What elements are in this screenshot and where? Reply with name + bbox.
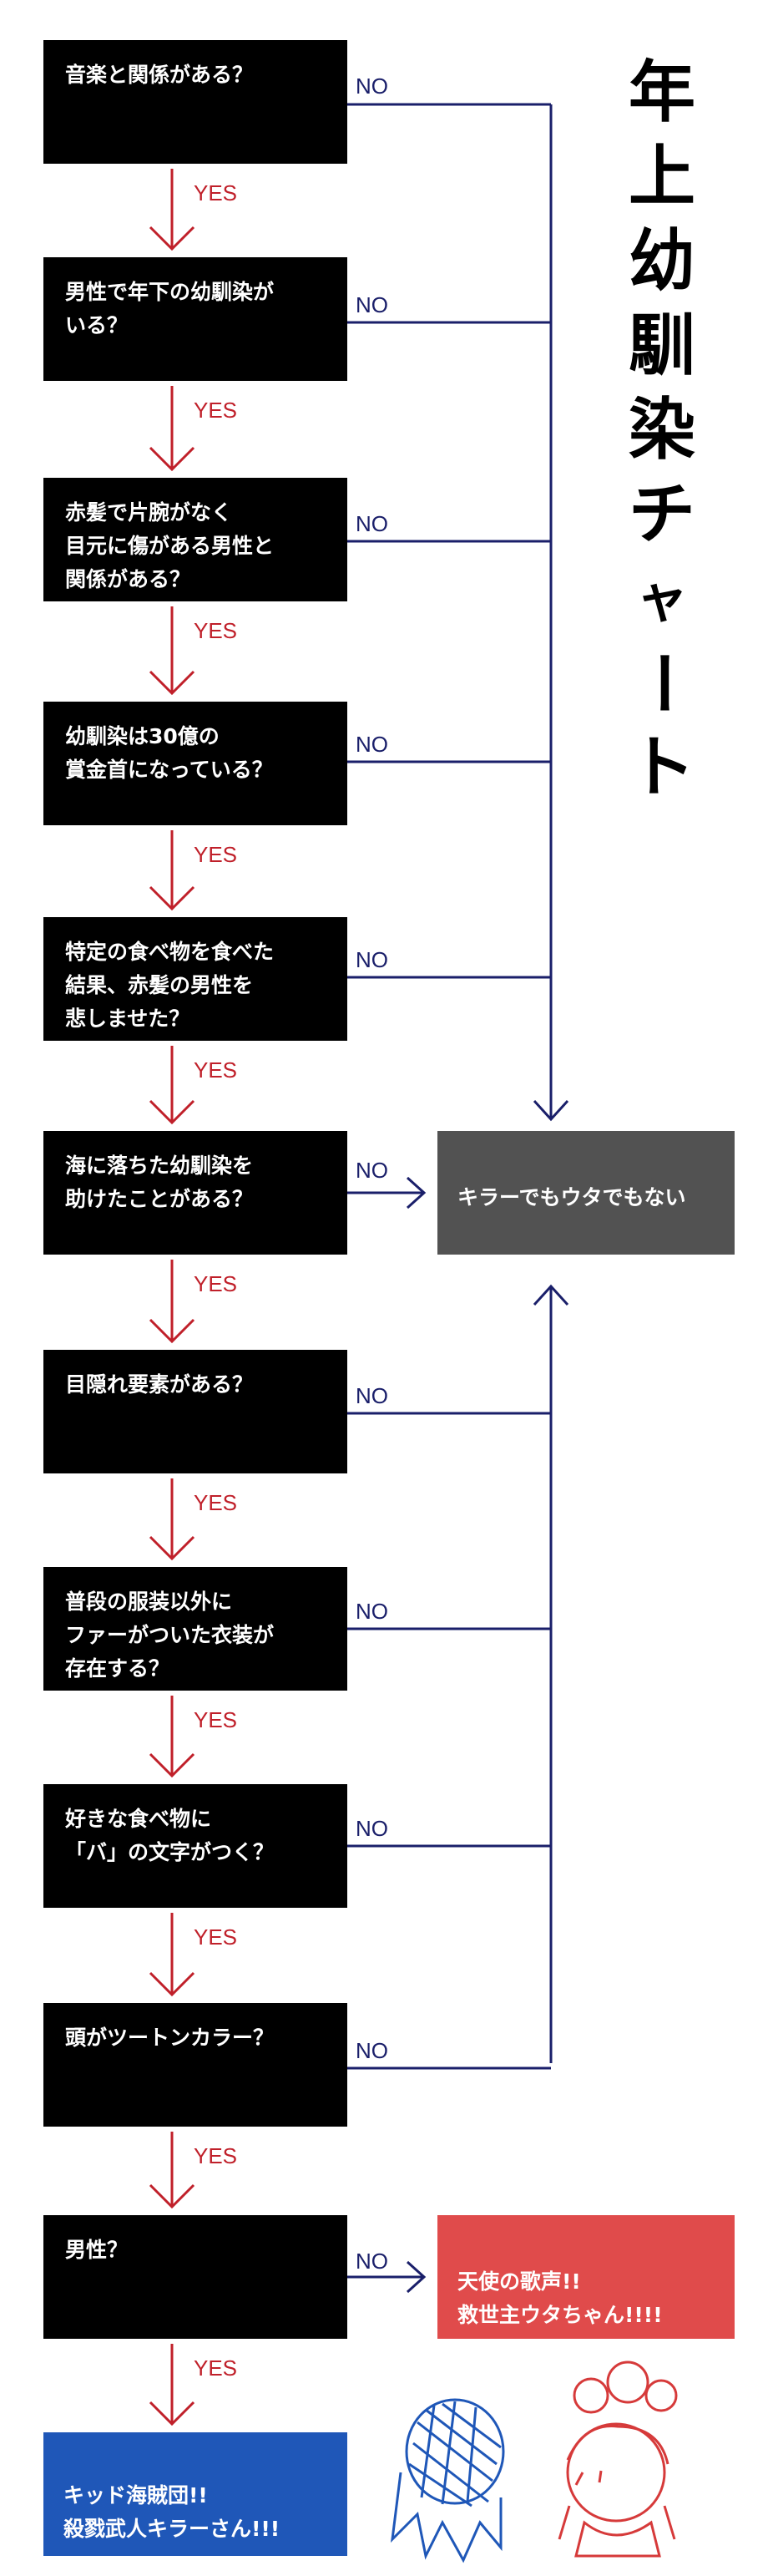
yes-label: YES bbox=[194, 618, 238, 643]
no-arrow-head bbox=[406, 1176, 427, 1209]
no-label: NO bbox=[356, 511, 388, 536]
yes-label: YES bbox=[194, 842, 238, 867]
yes-label: YES bbox=[194, 2143, 238, 2168]
yes-arrow-head bbox=[149, 1535, 195, 1561]
yes-arrow-head bbox=[149, 1318, 195, 1344]
question-box: 頭がツートンカラー？ bbox=[43, 2003, 347, 2127]
question-box: 普段の服装以外に ファーがついた衣装が 存在する？ bbox=[43, 1567, 347, 1691]
no-label: NO bbox=[356, 947, 388, 972]
uta-head-drawing bbox=[558, 2360, 678, 2558]
result-killer-text: キッド海賊団!! 殺戮武人キラーさん!!! bbox=[63, 2483, 280, 2541]
title-char: 馴 bbox=[629, 307, 695, 384]
yes-label: YES bbox=[194, 1271, 238, 1296]
yes-arrow-head bbox=[149, 2401, 195, 2426]
yes-arrow-head bbox=[149, 670, 195, 696]
yes-label: YES bbox=[194, 2355, 238, 2381]
title-char: 幼 bbox=[629, 222, 695, 300]
question-text: 男性？ bbox=[65, 2238, 129, 2262]
yes-arrow-head bbox=[149, 1752, 195, 1778]
yes-arrow-head bbox=[149, 1971, 195, 1997]
yes-label: YES bbox=[194, 1924, 238, 1950]
title-char: ト bbox=[629, 728, 695, 806]
no-label: NO bbox=[356, 1599, 388, 1624]
yes-label: YES bbox=[194, 180, 238, 205]
title-char: 上 bbox=[629, 138, 695, 216]
result-uta-text: 天使の歌声!! 救世主ウタちゃん!!!! bbox=[457, 2269, 663, 2327]
yes-label: YES bbox=[194, 1057, 238, 1083]
yes-arrow-head bbox=[149, 2183, 195, 2209]
title-char: 染 bbox=[629, 391, 695, 469]
yes-label: YES bbox=[194, 398, 238, 423]
no-label: NO bbox=[356, 1816, 388, 1841]
yes-label: YES bbox=[194, 1490, 238, 1515]
question-text: 幼馴染は30億の 賞金首になっている？ bbox=[65, 724, 273, 782]
result-none-text: キラーでもウタでもない bbox=[457, 1185, 686, 1209]
title-char: チ bbox=[629, 475, 695, 553]
no-label: NO bbox=[356, 2038, 388, 2063]
question-text: 赤髪で片腕がなく 目元に傷がある男性と 関係がある？ bbox=[65, 500, 275, 591]
question-box: 赤髪で片腕がなく 目元に傷がある男性と 関係がある？ bbox=[43, 478, 347, 601]
question-box: 目隠れ要素がある？ bbox=[43, 1350, 347, 1473]
question-box: 幼馴染は30億の 賞金首になっている？ bbox=[43, 702, 347, 825]
title-char: ー bbox=[623, 649, 701, 717]
result-none-box: キラーでもウタでもない bbox=[437, 1131, 735, 1255]
no-label: NO bbox=[356, 732, 388, 757]
result-killer-box: キッド海賊団!! 殺戮武人キラーさん!!! bbox=[43, 2432, 347, 2556]
question-box: 男性で年下の幼馴染が いる？ bbox=[43, 257, 347, 381]
yes-arrow-head bbox=[149, 446, 195, 472]
no-arrow-head bbox=[406, 2260, 427, 2294]
question-text: 男性で年下の幼馴染が いる？ bbox=[65, 280, 275, 337]
yes-label: YES bbox=[194, 1707, 238, 1732]
result-uta-box: 天使の歌声!! 救世主ウタちゃん!!!! bbox=[437, 2215, 735, 2339]
no-label: NO bbox=[356, 292, 388, 317]
question-text: 好きな食べ物に 「バ」の文字がつく？ bbox=[65, 1807, 275, 1864]
killer-head-drawing bbox=[390, 2398, 505, 2563]
question-box: 男性？ bbox=[43, 2215, 347, 2339]
no-label: NO bbox=[356, 1383, 388, 1408]
title-char: ャ bbox=[635, 568, 688, 629]
no-label: NO bbox=[356, 74, 388, 99]
question-box: 海に落ちた幼馴染を 助けたことがある？ bbox=[43, 1131, 347, 1255]
chart-title: 年上幼馴染チャート bbox=[616, 50, 708, 809]
question-box: 特定の食べ物を食べた 結果、赤髪の男性を 悲しませた？ bbox=[43, 917, 347, 1041]
yes-arrow-head bbox=[149, 885, 195, 911]
question-box: 音楽と関係がある？ bbox=[43, 40, 347, 164]
question-text: 海に落ちた幼馴染を 助けたことがある？ bbox=[65, 1154, 254, 1211]
question-text: 普段の服装以外に ファーがついた衣装が 存在する？ bbox=[65, 1590, 275, 1681]
question-text: 頭がツートンカラー？ bbox=[65, 2026, 275, 2050]
title-char: 年 bbox=[629, 53, 695, 131]
yes-arrow-head bbox=[149, 1099, 195, 1125]
no-label: NO bbox=[356, 1158, 388, 1183]
character-drawings bbox=[390, 2360, 678, 2563]
question-text: 特定の食べ物を食べた 結果、赤髪の男性を 悲しませた？ bbox=[65, 940, 275, 1031]
question-box: 好きな食べ物に 「バ」の文字がつく？ bbox=[43, 1784, 347, 1908]
no-label: NO bbox=[356, 2249, 388, 2274]
question-text: 音楽と関係がある？ bbox=[65, 63, 254, 87]
yes-arrow-head bbox=[149, 226, 195, 251]
question-text: 目隠れ要素がある？ bbox=[65, 1372, 254, 1397]
